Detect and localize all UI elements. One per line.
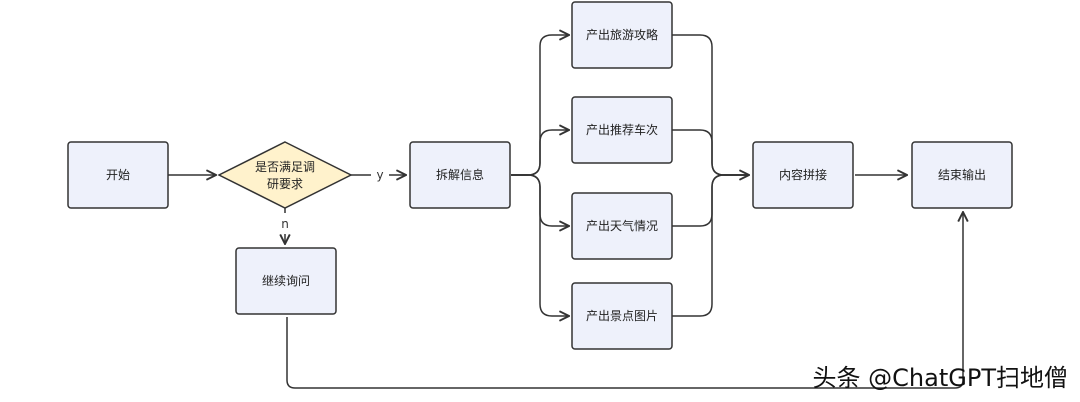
node-task2 bbox=[571, 96, 673, 164]
node-decision bbox=[217, 141, 353, 209]
node-task4-label: 产出景点图片 bbox=[586, 309, 658, 323]
edge-task3-merge bbox=[672, 174, 749, 227]
edges bbox=[168, 34, 963, 389]
node-continue-ask bbox=[235, 247, 337, 315]
node-task1-label: 产出旅游攻略 bbox=[586, 27, 658, 42]
node-merge-label: 内容拼接 bbox=[779, 167, 827, 182]
node-merge bbox=[752, 141, 854, 209]
node-task4 bbox=[571, 282, 673, 350]
node-start bbox=[67, 141, 169, 209]
edge-task2-merge bbox=[672, 129, 749, 176]
node-decision-label-line2: 研要求 bbox=[267, 177, 303, 191]
node-decision-label-line1: 是否满足调 bbox=[255, 160, 315, 174]
edge-parse-task4 bbox=[511, 174, 569, 316]
node-end-label: 结束输出 bbox=[938, 167, 986, 182]
node-parse bbox=[409, 141, 511, 209]
node-task2-label: 产出推荐车次 bbox=[586, 122, 658, 137]
edge-task4-merge bbox=[672, 174, 749, 317]
node-parse-label: 拆解信息 bbox=[436, 167, 484, 182]
edge-label-yes: y bbox=[376, 168, 383, 182]
node-task3-label: 产出天气情况 bbox=[586, 218, 658, 233]
node-start-label: 开始 bbox=[106, 168, 130, 182]
node-end bbox=[911, 141, 1013, 209]
node-continue-ask-label: 继续询问 bbox=[262, 274, 310, 288]
edge-continue-end bbox=[286, 212, 963, 389]
edge-label-no: n bbox=[281, 217, 289, 231]
node-task3 bbox=[571, 192, 673, 260]
watermark: 头条 @ChatGPT扫地僧 bbox=[813, 364, 1068, 392]
node-task1 bbox=[571, 1, 673, 69]
edge-parse-task2 bbox=[511, 130, 569, 176]
edge-task1-merge bbox=[672, 34, 749, 175]
